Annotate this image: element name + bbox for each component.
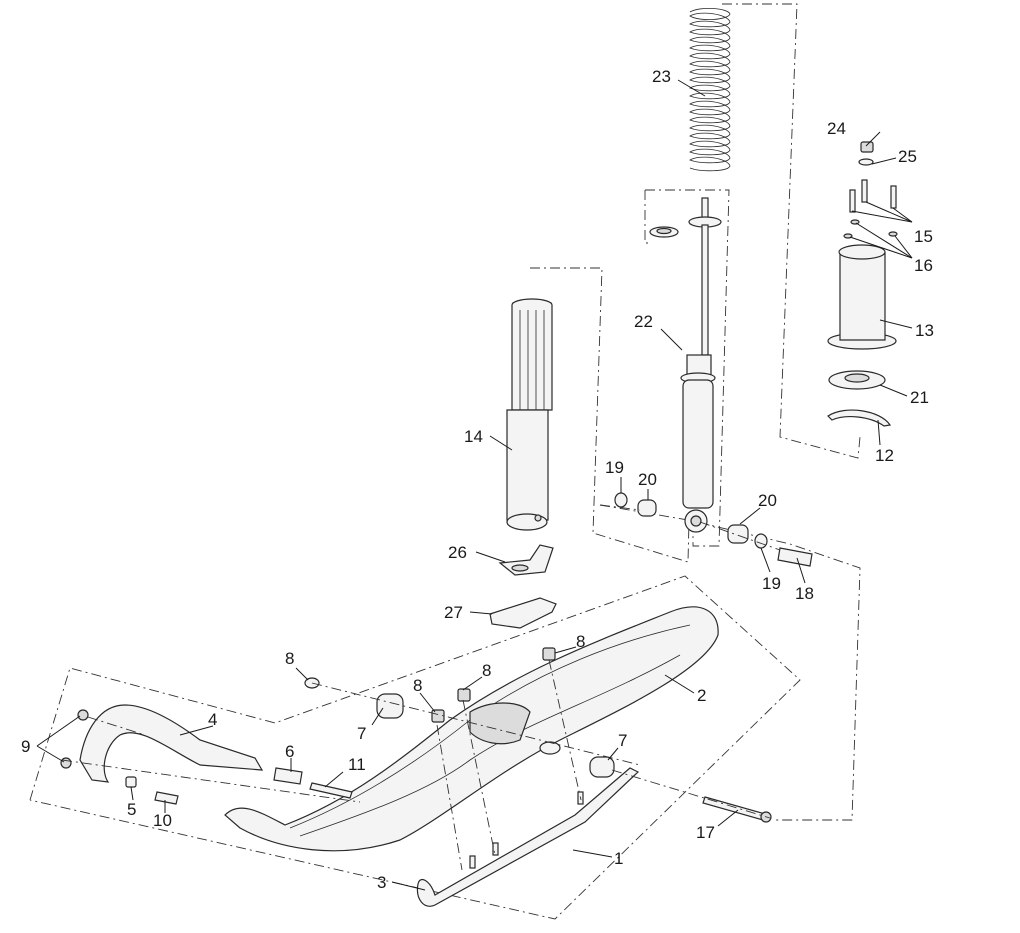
callout-20b: 20 (758, 491, 777, 510)
bolt-17 (702, 796, 772, 823)
callout-7b: 7 (618, 731, 627, 750)
washer-25 (858, 158, 874, 166)
axle-lines (61, 504, 781, 871)
callout-27: 27 (444, 603, 463, 622)
callout-25: 25 (898, 147, 917, 166)
callout-8d: 8 (576, 632, 585, 651)
spring-23 (689, 8, 731, 172)
callout-15: 15 (914, 227, 933, 246)
callout-23: 23 (652, 67, 671, 86)
callout-17: 17 (696, 823, 715, 842)
wear-block-27 (489, 597, 557, 629)
cover-tube-14 (506, 298, 553, 531)
leader-lines (36, 79, 913, 891)
callout-12: 12 (875, 446, 894, 465)
top-cap-13 (827, 244, 897, 350)
nut-24 (860, 141, 874, 153)
callout-8a: 8 (285, 649, 294, 668)
callout-2: 2 (697, 686, 706, 705)
handle-4 (79, 704, 264, 783)
callout-21: 21 (910, 388, 929, 407)
callout-11: 11 (348, 755, 366, 774)
callout-20a: 20 (638, 470, 657, 489)
callout-9: 9 (21, 737, 30, 756)
callout-8c: 8 (482, 661, 491, 680)
callout-1: 1 (614, 849, 623, 868)
bracket-26 (498, 544, 554, 576)
callout-26: 26 (448, 543, 467, 562)
shock-absorber-22 (649, 197, 722, 533)
washers-16 (843, 219, 898, 239)
callout-14: 14 (464, 427, 483, 446)
callout-labels: 1 2 3 4 5 6 7 7 8 8 8 8 9 10 11 12 13 14… (21, 67, 934, 892)
hardware-small (60, 647, 615, 805)
callout-6: 6 (285, 742, 294, 761)
washer-21 (828, 370, 886, 390)
bolts-15 (849, 179, 897, 213)
callout-10: 10 (153, 811, 172, 830)
callout-13: 13 (915, 321, 934, 340)
callout-8b: 8 (413, 676, 422, 695)
ski-2 (224, 606, 719, 852)
callout-18: 18 (795, 584, 814, 603)
callout-3: 3 (377, 873, 386, 892)
clip-12 (827, 409, 892, 427)
sleeve-18 (777, 547, 813, 567)
callout-5: 5 (127, 800, 136, 819)
callout-19b: 19 (762, 574, 781, 593)
bushings-19-20 (614, 492, 768, 549)
callout-22: 22 (634, 312, 653, 331)
assembly-boundary-lines (29, 3, 861, 920)
callout-4: 4 (208, 710, 217, 729)
callout-7a: 7 (357, 724, 366, 743)
callout-24: 24 (827, 119, 846, 138)
callout-19a: 19 (605, 458, 624, 477)
callout-16: 16 (914, 256, 933, 275)
